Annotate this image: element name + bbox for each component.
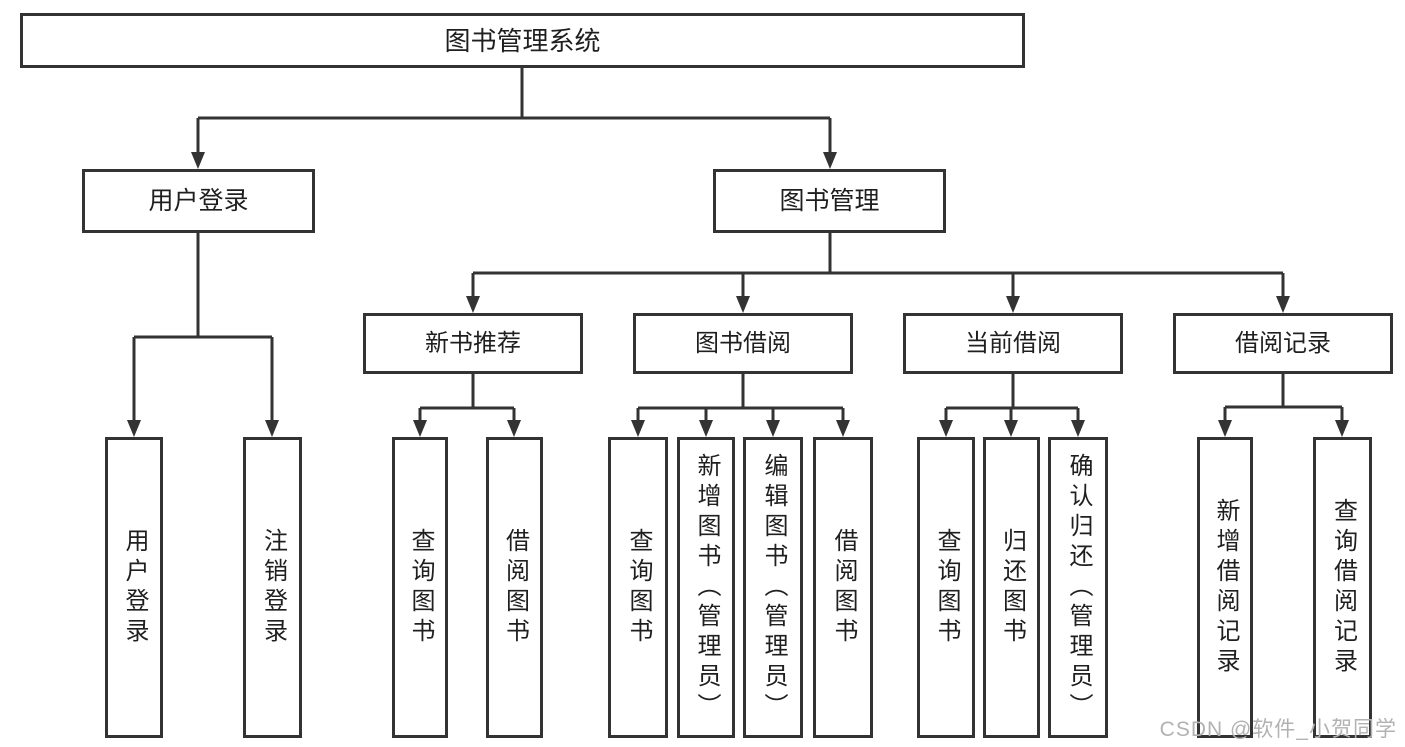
leaf-borrow-books: 借阅图书 [813, 437, 873, 738]
leaf-confirm-return-admin: 确认归还（管理员） [1048, 437, 1108, 738]
leaf-return-books: 归还图书 [983, 437, 1040, 738]
leaf-logout-label: 注销登录 [259, 527, 287, 648]
leaf-borrow-books-recommend: 借阅图书 [486, 437, 543, 738]
node-root-system: 图书管理系统 [20, 13, 1025, 68]
leaf-query-books-current-label: 查询图书 [933, 527, 960, 648]
node-user-login: 用户登录 [82, 169, 315, 233]
leaf-return-books-label: 归还图书 [998, 527, 1026, 648]
leaf-query-books-current: 查询图书 [917, 437, 975, 738]
node-borrow-records: 借阅记录 [1173, 313, 1393, 374]
leaf-user-login: 用户登录 [105, 437, 163, 738]
leaf-add-borrow-record: 新增借阅记录 [1197, 437, 1253, 738]
node-book-borrow: 图书借阅 [633, 313, 853, 374]
node-book-management: 图书管理 [713, 169, 946, 233]
leaf-edit-books-admin: 编辑图书（管理员） [743, 437, 803, 738]
leaf-query-books-borrow-label: 查询图书 [625, 527, 652, 648]
leaf-borrow-books-recommend-label: 借阅图书 [501, 527, 529, 648]
csdn-watermark: CSDN @软件_小贺同学 [1159, 718, 1397, 741]
leaf-query-books-recommend: 查询图书 [392, 437, 448, 738]
node-new-book-recommend: 新书推荐 [363, 313, 583, 374]
leaf-confirm-return-admin-label: 确认归还（管理员） [1065, 452, 1092, 723]
leaf-add-books-admin-label: 新增图书（管理员） [693, 452, 720, 723]
leaf-borrow-books-label: 借阅图书 [830, 527, 857, 648]
leaf-query-borrow-record-label: 查询借阅记录 [1329, 497, 1357, 678]
leaf-logout: 注销登录 [243, 437, 302, 738]
leaf-query-books-recommend-label: 查询图书 [407, 527, 434, 648]
leaf-user-login-label: 用户登录 [121, 527, 148, 648]
leaf-query-borrow-record: 查询借阅记录 [1313, 437, 1372, 738]
leaf-add-books-admin: 新增图书（管理员） [677, 437, 735, 738]
leaf-add-borrow-record-label: 新增借阅记录 [1212, 497, 1239, 678]
node-current-borrow: 当前借阅 [903, 313, 1123, 374]
leaf-query-books-borrow: 查询图书 [608, 437, 668, 738]
leaf-edit-books-admin-label: 编辑图书（管理员） [760, 452, 787, 723]
